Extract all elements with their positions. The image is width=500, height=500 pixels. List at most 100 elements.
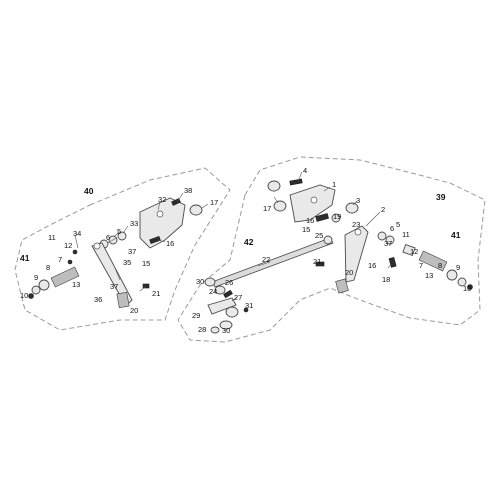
left-pin-12 xyxy=(72,249,78,255)
callout-3-right: 3 xyxy=(356,196,360,205)
callout-5-right: 5 xyxy=(396,220,400,229)
callout-19-right: 19 xyxy=(333,212,341,221)
left-callouts: 38 17 32 33 5 6 16 37 15 34 11 12 7 8 9 … xyxy=(20,186,218,315)
callout-37b-left: 37 xyxy=(110,282,118,291)
left-footpeg xyxy=(50,266,80,288)
callout-21-left: 21 xyxy=(152,289,160,298)
callout-35-left: 35 xyxy=(123,258,131,267)
linkage-nut-30 xyxy=(204,277,216,287)
callout-8-right: 8 xyxy=(438,261,442,270)
right-bolt-21 xyxy=(315,261,325,267)
group-label-right-assembly: 39 xyxy=(436,192,446,202)
callout-13-left: 13 xyxy=(72,280,80,289)
linkage-pin-31 xyxy=(243,307,249,313)
callout-29-right: 29 xyxy=(192,311,200,320)
callout-38-left: 38 xyxy=(184,186,192,195)
left-peg-end-8 xyxy=(38,279,50,291)
group-label-left-assembly: 40 xyxy=(84,186,94,196)
callout-6-left: 6 xyxy=(106,233,110,242)
callout-5-left: 5 xyxy=(117,227,121,236)
left-mounting-bracket xyxy=(139,197,186,249)
callout-20-left: 20 xyxy=(130,306,138,315)
callout-34-left: 34 xyxy=(73,229,81,238)
callout-31-right: 31 xyxy=(245,301,253,310)
right-mounting-bracket xyxy=(289,184,336,223)
linkage-arm-29 xyxy=(207,297,237,315)
left-peg-washer-9 xyxy=(31,285,41,295)
callout-25-right: 25 xyxy=(315,231,323,240)
callout-15-right: 15 xyxy=(302,225,310,234)
right-peg-end-8 xyxy=(446,269,458,281)
linkage-joint-27 xyxy=(225,306,239,318)
left-pin-7 xyxy=(67,259,73,265)
group-label-right-peg: 41 xyxy=(451,230,461,240)
callout-24-right: 24 xyxy=(209,287,217,296)
right-washer-6 xyxy=(385,235,395,245)
callout-8-left: 8 xyxy=(46,263,50,272)
callout-7-right: 7 xyxy=(419,261,423,270)
right-washer-19 xyxy=(331,213,341,223)
callout-13-right: 13 xyxy=(425,271,433,280)
left-bolt-21 xyxy=(142,283,150,289)
callout-32-left: 32 xyxy=(158,195,166,204)
callout-9-right: 9 xyxy=(456,263,460,272)
linkage-bolt-26 xyxy=(223,289,233,299)
callout-2-right: 2 xyxy=(381,205,385,214)
left-leaders xyxy=(74,192,209,292)
callout-20-right: 20 xyxy=(345,268,353,277)
linkage-washer-24 xyxy=(214,285,226,295)
right-leaders xyxy=(231,171,392,302)
linkage-end-28 xyxy=(219,320,233,330)
linkage-rod xyxy=(211,237,334,288)
left-bracket-hole xyxy=(156,210,164,218)
linkage-nut-30b xyxy=(210,326,220,334)
callout-15-left: 15 xyxy=(142,259,150,268)
callout-30b-right: 30 xyxy=(222,326,230,335)
callout-12-left: 12 xyxy=(64,241,72,250)
callout-1-right: 1 xyxy=(332,180,336,189)
callout-16b-right: 16 xyxy=(368,261,376,270)
right-bolt-18 xyxy=(388,256,397,268)
callout-36-left: 36 xyxy=(94,295,102,304)
callout-6-right: 6 xyxy=(390,224,394,233)
callout-28-right: 28 xyxy=(198,325,206,334)
callout-18-right: 18 xyxy=(382,275,390,284)
callout-33-left: 33 xyxy=(130,219,138,228)
callout-30-right: 30 xyxy=(196,277,204,286)
group-label-left-peg: 41 xyxy=(20,253,30,263)
callout-9-left: 9 xyxy=(34,273,38,282)
callout-4-right: 4 xyxy=(303,166,307,175)
left-shift-rubber xyxy=(116,291,130,309)
right-peg-pin-10 xyxy=(467,284,473,290)
left-assembly-outline xyxy=(14,167,231,331)
right-spacer-17 xyxy=(273,200,287,212)
callout-10-right: 10 xyxy=(463,284,471,293)
callout-37-left: 37 xyxy=(128,247,136,256)
callout-11-right: 11 xyxy=(402,230,410,239)
right-washer-5 xyxy=(377,231,387,241)
callout-16-left: 16 xyxy=(166,239,174,248)
callout-37-right: 37 xyxy=(384,239,392,248)
group-label-linkage: 42 xyxy=(244,237,254,247)
callout-26-right: 26 xyxy=(225,278,233,287)
right-bracket-hole xyxy=(310,196,318,204)
left-washer-33 xyxy=(117,231,127,241)
callout-17-right: 17 xyxy=(263,204,271,213)
left-lever-pivot xyxy=(93,242,101,250)
callout-12-right: 12 xyxy=(410,247,418,256)
linkage-rod-end-25 xyxy=(323,235,333,245)
right-spacer-17-top xyxy=(267,180,281,192)
callout-16-right: 16 xyxy=(306,216,314,225)
right-bushing-3 xyxy=(345,202,359,214)
right-bolt-4 xyxy=(289,178,303,186)
callout-23-right: 23 xyxy=(352,220,360,229)
callout-10-left: 10 xyxy=(20,291,28,300)
callout-27-right: 27 xyxy=(234,293,242,302)
left-spacer-17 xyxy=(189,204,203,216)
right-assembly-outline xyxy=(177,156,486,343)
right-peg-block-7 xyxy=(402,243,416,257)
left-bolt-16 xyxy=(149,236,161,244)
right-lever-arm xyxy=(344,225,369,283)
right-bolt-16 xyxy=(315,213,329,222)
